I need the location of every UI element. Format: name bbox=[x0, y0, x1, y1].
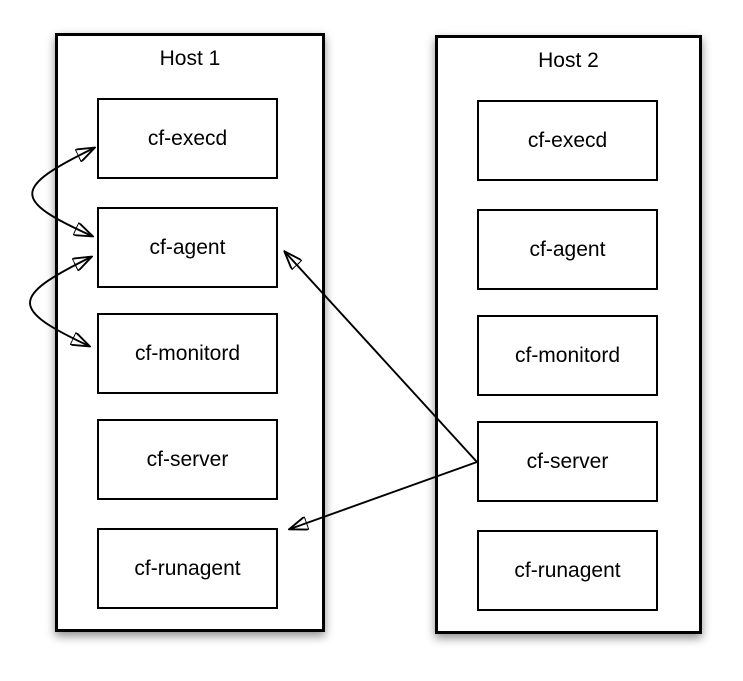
host1-box-cf-monitord: cf-monitord bbox=[97, 313, 278, 394]
host1-box-cf-runagent: cf-runagent bbox=[97, 528, 278, 609]
host2-box-cf-agent: cf-agent bbox=[477, 209, 658, 290]
host1-box-cf-execd: cf-execd bbox=[97, 98, 278, 179]
host1-box-cf-agent: cf-agent bbox=[97, 207, 278, 288]
host2-box-cf-server: cf-server bbox=[477, 421, 658, 502]
host2-title: Host 2 bbox=[538, 49, 599, 72]
host1-title: Host 1 bbox=[159, 47, 221, 70]
host1-container: Host 1 cf-execd cf-agent cf-monitord cf-… bbox=[55, 33, 325, 632]
host2-container: Host 2 cf-execd cf-agent cf-monitord cf-… bbox=[435, 35, 702, 634]
host1-box-cf-server: cf-server bbox=[97, 419, 278, 500]
host2-box-cf-runagent: cf-runagent bbox=[477, 530, 658, 611]
host2-box-cf-monitord: cf-monitord bbox=[477, 315, 658, 396]
host2-box-cf-execd: cf-execd bbox=[477, 100, 658, 181]
